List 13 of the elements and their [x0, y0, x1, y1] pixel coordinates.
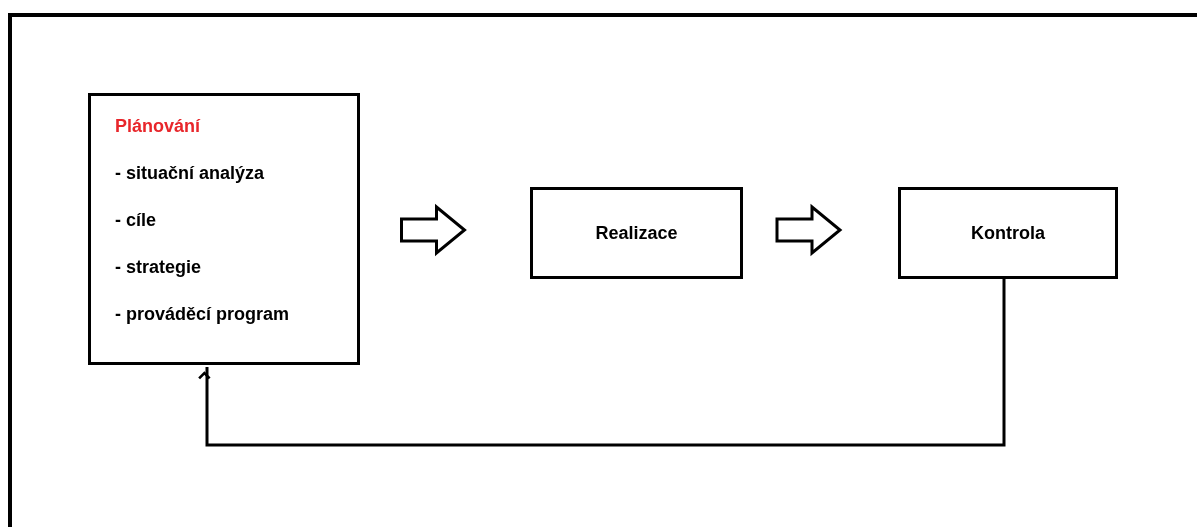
list-item: - strategie [115, 257, 202, 277]
list-item: - situační analýza [115, 163, 265, 183]
process-box [898, 187, 1118, 279]
list-item: - prováděcí program [115, 304, 290, 324]
box-label: Realizace [595, 223, 678, 243]
box-label: Kontrola [971, 223, 1045, 243]
block-arrow [775, 203, 843, 257]
process-box [88, 93, 360, 365]
list-item: - cíle [115, 210, 157, 230]
process-box [530, 187, 743, 279]
feedback-arrow [197, 279, 1006, 447]
block-arrow [400, 203, 467, 257]
box-heading: Plánování [115, 116, 201, 136]
